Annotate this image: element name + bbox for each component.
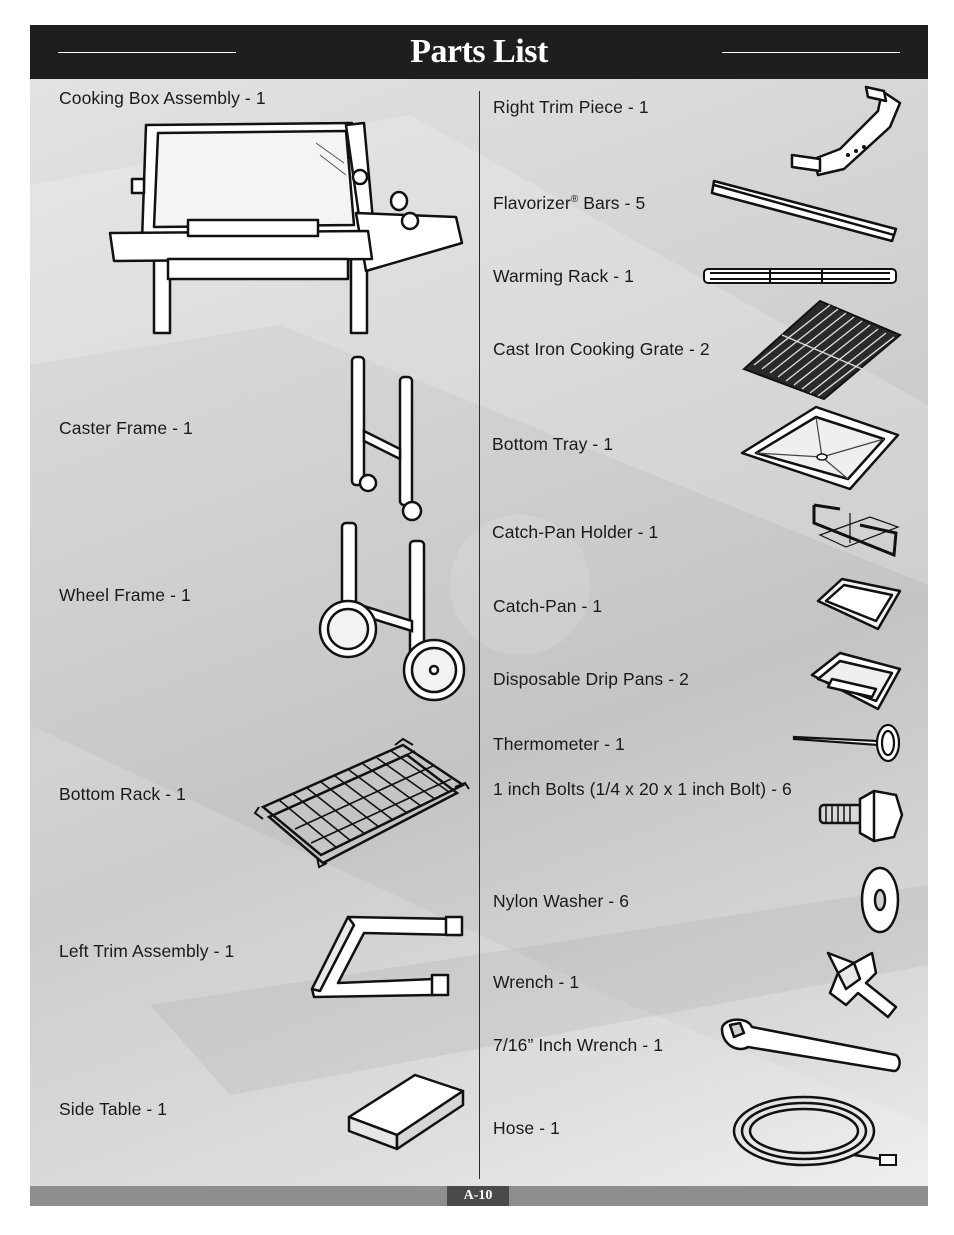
part-label-side-table: Side Table - 1 <box>59 1099 168 1119</box>
part-label-drip-pans: Disposable Drip Pans - 2 <box>493 669 689 689</box>
right-trim-icon <box>790 83 904 183</box>
parts-list-page: Parts List Cooking Box Assembly - 1 Cast… <box>30 25 928 1206</box>
warming-rack-icon <box>700 265 900 287</box>
thermometer-icon <box>792 721 902 765</box>
page-header: Parts List <box>30 25 928 79</box>
side-table-icon <box>347 1073 467 1153</box>
part-label-nylon-washer: Nylon Washer - 6 <box>493 891 630 911</box>
part-label-left-trim: Left Trim Assembly - 1 <box>59 941 235 961</box>
page-number: A-10 <box>447 1186 509 1206</box>
part-label-right-trim: Right Trim Piece - 1 <box>493 97 649 117</box>
part-label-thermometer: Thermometer - 1 <box>493 734 625 754</box>
part-label-hose: Hose - 1 <box>493 1118 560 1138</box>
part-label-open-wrench: 7/16” Inch Wrench - 1 <box>493 1035 664 1055</box>
page-footer-bar: A-10 <box>30 1186 928 1206</box>
part-label-wheel-frame: Wheel Frame - 1 <box>59 585 191 605</box>
flavorizer-bar-icon <box>710 175 900 245</box>
catch-pan-icon <box>816 575 902 631</box>
part-label-catch-pan: Catch-Pan - 1 <box>493 596 603 616</box>
part-label-cooking-box: Cooking Box Assembly - 1 <box>59 88 266 108</box>
washer-icon <box>858 865 902 935</box>
part-label-bottom-tray: Bottom Tray - 1 <box>492 434 614 454</box>
hose-icon <box>730 1093 902 1171</box>
part-label-catch-pan-holder: Catch-Pan Holder - 1 <box>492 522 659 542</box>
header-rule-right <box>722 52 900 53</box>
bottom-rack-icon <box>255 737 475 877</box>
page-title: Parts List <box>410 33 548 70</box>
cooking-box-icon <box>106 113 468 339</box>
open-wrench-icon <box>718 1015 902 1077</box>
part-label-bolts: 1 inch Bolts (1/4 x 20 x 1 inch Bolt) - … <box>493 779 792 799</box>
drip-pan-icon <box>810 651 902 713</box>
cooking-grate-icon <box>740 299 904 403</box>
catch-pan-holder-icon <box>810 503 902 563</box>
part-label-warming-rack: Warming Rack - 1 <box>493 266 634 286</box>
part-label-bottom-rack: Bottom Rack - 1 <box>59 784 186 804</box>
part-label-cooking-grate: Cast Iron Cooking Grate - 2 <box>493 339 710 359</box>
caster-frame-icon <box>346 351 426 521</box>
bottom-tray-icon <box>740 405 900 495</box>
header-rule-left <box>58 52 236 53</box>
wheel-frame-icon <box>318 517 468 707</box>
column-divider <box>479 91 480 1179</box>
part-label-flavorizer-bars: Flavorizer® Bars - 5 <box>493 193 646 213</box>
part-label-caster-frame: Caster Frame - 1 <box>59 418 193 438</box>
wrench-icon <box>824 949 902 1021</box>
part-label-wrench: Wrench - 1 <box>493 972 580 992</box>
bolt-icon <box>816 789 902 845</box>
left-trim-icon <box>308 913 468 1003</box>
